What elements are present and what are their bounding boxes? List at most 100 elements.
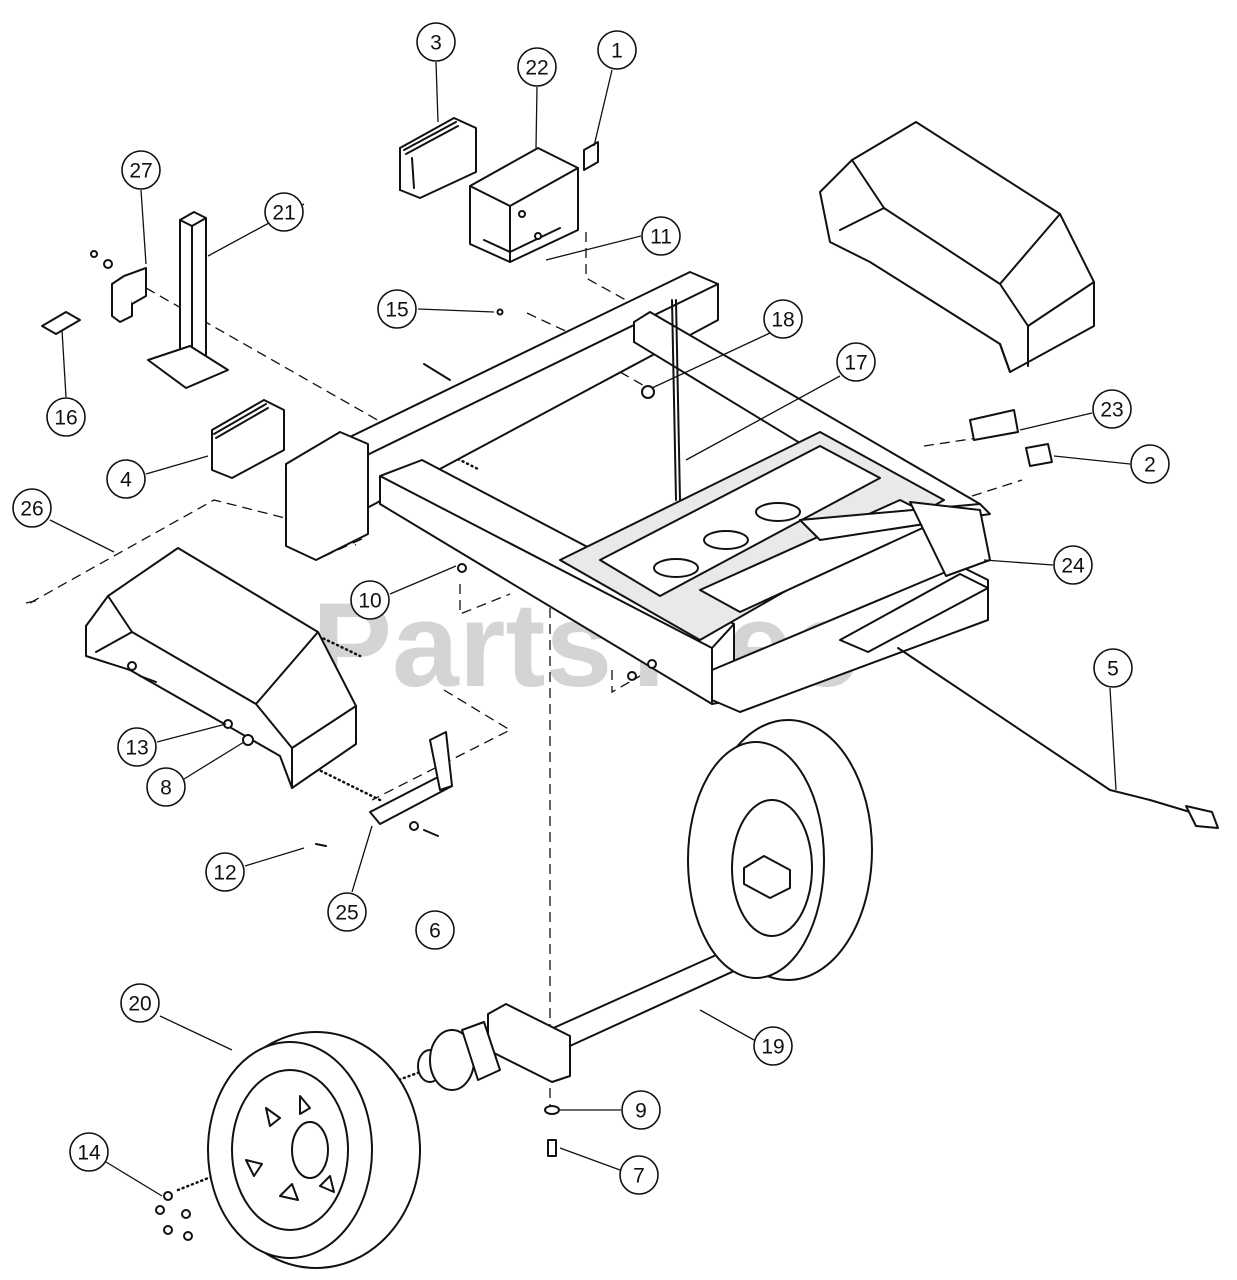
callout-circle xyxy=(205,852,245,892)
callout-number: 22 xyxy=(525,57,548,80)
hardware xyxy=(90,232,657,847)
decal-2 xyxy=(1025,443,1053,467)
callout-circle xyxy=(763,299,803,339)
callout-circle xyxy=(621,1090,661,1130)
callout-circle xyxy=(1093,648,1133,688)
wheel-right xyxy=(687,719,873,981)
callout-number: 9 xyxy=(635,1100,647,1123)
callout-number: 18 xyxy=(771,309,794,332)
callout-circle xyxy=(121,150,161,190)
callout-number: 10 xyxy=(358,590,381,613)
callout-number: 11 xyxy=(650,226,672,249)
callout-circle xyxy=(836,342,876,382)
callout-circle xyxy=(517,47,557,87)
washer-9 xyxy=(544,1105,560,1115)
callout-4: 4 xyxy=(106,459,146,499)
light-bracket-22 xyxy=(469,147,579,263)
callout-8: 8 xyxy=(146,767,186,807)
wiring-harness-5 xyxy=(897,647,1219,829)
callout-9: 9 xyxy=(621,1090,661,1130)
fender-right xyxy=(819,121,1095,373)
callout-23: 23 xyxy=(1092,389,1132,429)
callout-19: 19 xyxy=(753,1026,793,1066)
wheel-left-20 xyxy=(207,1031,421,1269)
callout-circle xyxy=(1053,545,1093,585)
callout-17: 17 xyxy=(836,342,876,382)
callout-7: 7 xyxy=(619,1155,659,1195)
callout-18: 18 xyxy=(763,299,803,339)
callout-21: 21 xyxy=(264,192,304,232)
callout-circle xyxy=(619,1155,659,1195)
callout-circle xyxy=(416,22,456,62)
callout-number: 20 xyxy=(128,993,151,1016)
callout-circle xyxy=(597,30,637,70)
callout-circle xyxy=(117,727,157,767)
callout-number: 6 xyxy=(429,920,441,943)
callout-circle xyxy=(120,983,160,1023)
bolt-7 xyxy=(547,1139,557,1157)
callout-6: 6 xyxy=(415,910,455,950)
callout-number: 15 xyxy=(385,299,408,322)
rod-17 xyxy=(671,299,681,501)
callout-circle xyxy=(12,488,52,528)
callout-3: 3 xyxy=(416,22,456,62)
callout-number: 7 xyxy=(633,1165,645,1188)
callout-13: 13 xyxy=(117,727,157,767)
callout-number: 19 xyxy=(761,1036,784,1059)
callout-5: 5 xyxy=(1093,648,1133,688)
callout-16: 16 xyxy=(46,397,86,437)
callout-27: 27 xyxy=(121,150,161,190)
callout-circle xyxy=(1092,389,1132,429)
callout-circle xyxy=(46,397,86,437)
callout-circle xyxy=(69,1132,109,1172)
callout-10: 10 xyxy=(350,580,390,620)
callout-number: 14 xyxy=(77,1142,101,1165)
callout-11: 11 xyxy=(641,216,681,256)
decal-23 xyxy=(969,409,1019,441)
callout-circle xyxy=(641,216,681,256)
jack-bracket-27 xyxy=(111,267,147,323)
callout-circle xyxy=(350,580,390,620)
bracket-25 xyxy=(369,731,453,825)
callout-22: 22 xyxy=(517,47,557,87)
callout-number: 8 xyxy=(160,777,172,800)
callout-2: 2 xyxy=(1130,444,1170,484)
hub xyxy=(417,1021,501,1091)
callout-circle xyxy=(415,910,455,950)
nut-18 xyxy=(641,385,655,399)
callout-number: 17 xyxy=(844,352,867,375)
callout-circle xyxy=(264,192,304,232)
callout-number: 16 xyxy=(54,407,77,430)
pin-16 xyxy=(41,311,81,335)
callout-number: 2 xyxy=(1144,454,1156,477)
callout-12: 12 xyxy=(205,852,245,892)
callout-number: 25 xyxy=(335,902,358,925)
callout-number: 27 xyxy=(129,160,152,183)
callout-14: 14 xyxy=(69,1132,109,1172)
callout-number: 1 xyxy=(611,40,623,63)
callout-circle xyxy=(377,289,417,329)
callout-circle xyxy=(753,1026,793,1066)
callout-number: 4 xyxy=(120,469,132,492)
callout-circle xyxy=(1130,444,1170,484)
callout-number: 24 xyxy=(1061,555,1085,578)
callout-number: 23 xyxy=(1100,399,1123,422)
callout-number: 21 xyxy=(272,202,295,225)
callout-15: 15 xyxy=(377,289,417,329)
decal-1 xyxy=(583,141,599,171)
side-light-4 xyxy=(211,399,285,479)
callout-25: 25 xyxy=(327,892,367,932)
callout-circle xyxy=(327,892,367,932)
callout-24: 24 xyxy=(1053,545,1093,585)
callout-labels: 1234567891011121314151617181920212223242… xyxy=(12,22,1170,1195)
callout-circle xyxy=(106,459,146,499)
trailer-frame xyxy=(285,271,991,713)
callout-number: 12 xyxy=(213,862,236,885)
callout-number: 26 xyxy=(20,498,43,521)
callout-20: 20 xyxy=(120,983,160,1023)
fender-left-26 xyxy=(85,547,357,789)
callout-1: 1 xyxy=(597,30,637,70)
lug-nuts-14 xyxy=(155,1191,193,1241)
callout-number: 3 xyxy=(430,32,442,55)
callout-26: 26 xyxy=(12,488,52,528)
